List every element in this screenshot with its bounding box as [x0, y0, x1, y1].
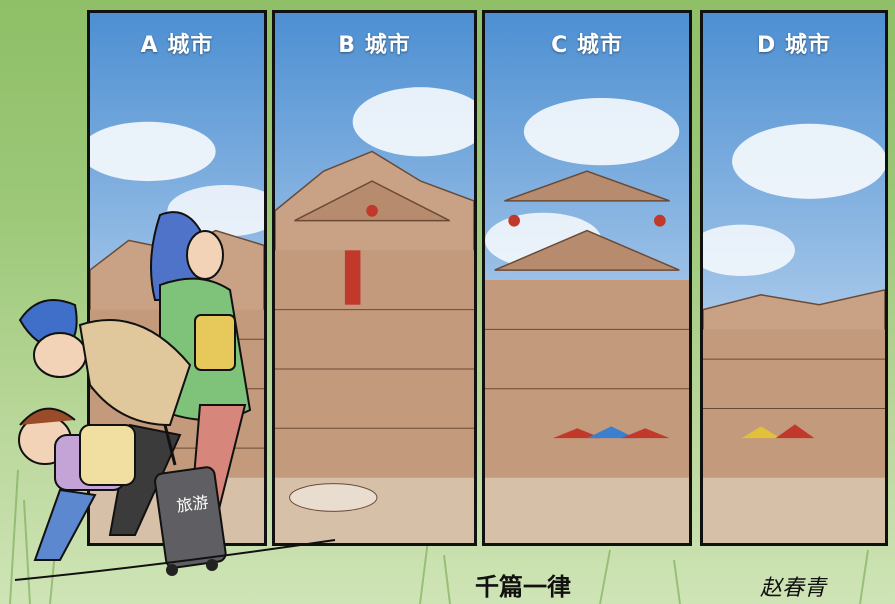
- suitcase-label: 旅游: [175, 492, 209, 515]
- panel-label-c: C 城市: [551, 33, 623, 58]
- panel-city-b: B 城市: [272, 10, 477, 546]
- panel-label-b: B 城市: [338, 33, 411, 58]
- artist-signature: 赵春青: [760, 576, 827, 601]
- city-c-scene: [485, 13, 689, 543]
- panel-city-c: C 城市: [482, 10, 692, 546]
- boy-figure: [18, 407, 136, 561]
- suitcase: [154, 424, 227, 576]
- city-d-scene: [703, 13, 885, 543]
- tourist-family-illustration: 旅游: [14, 211, 336, 581]
- panel-label-a: A 城市: [140, 33, 214, 58]
- panel-city-d: D 城市: [700, 10, 888, 546]
- panel-label-d: D 城市: [757, 33, 831, 58]
- cartoon-caption: 千篇一律: [475, 572, 571, 601]
- city-b-scene: [275, 13, 474, 543]
